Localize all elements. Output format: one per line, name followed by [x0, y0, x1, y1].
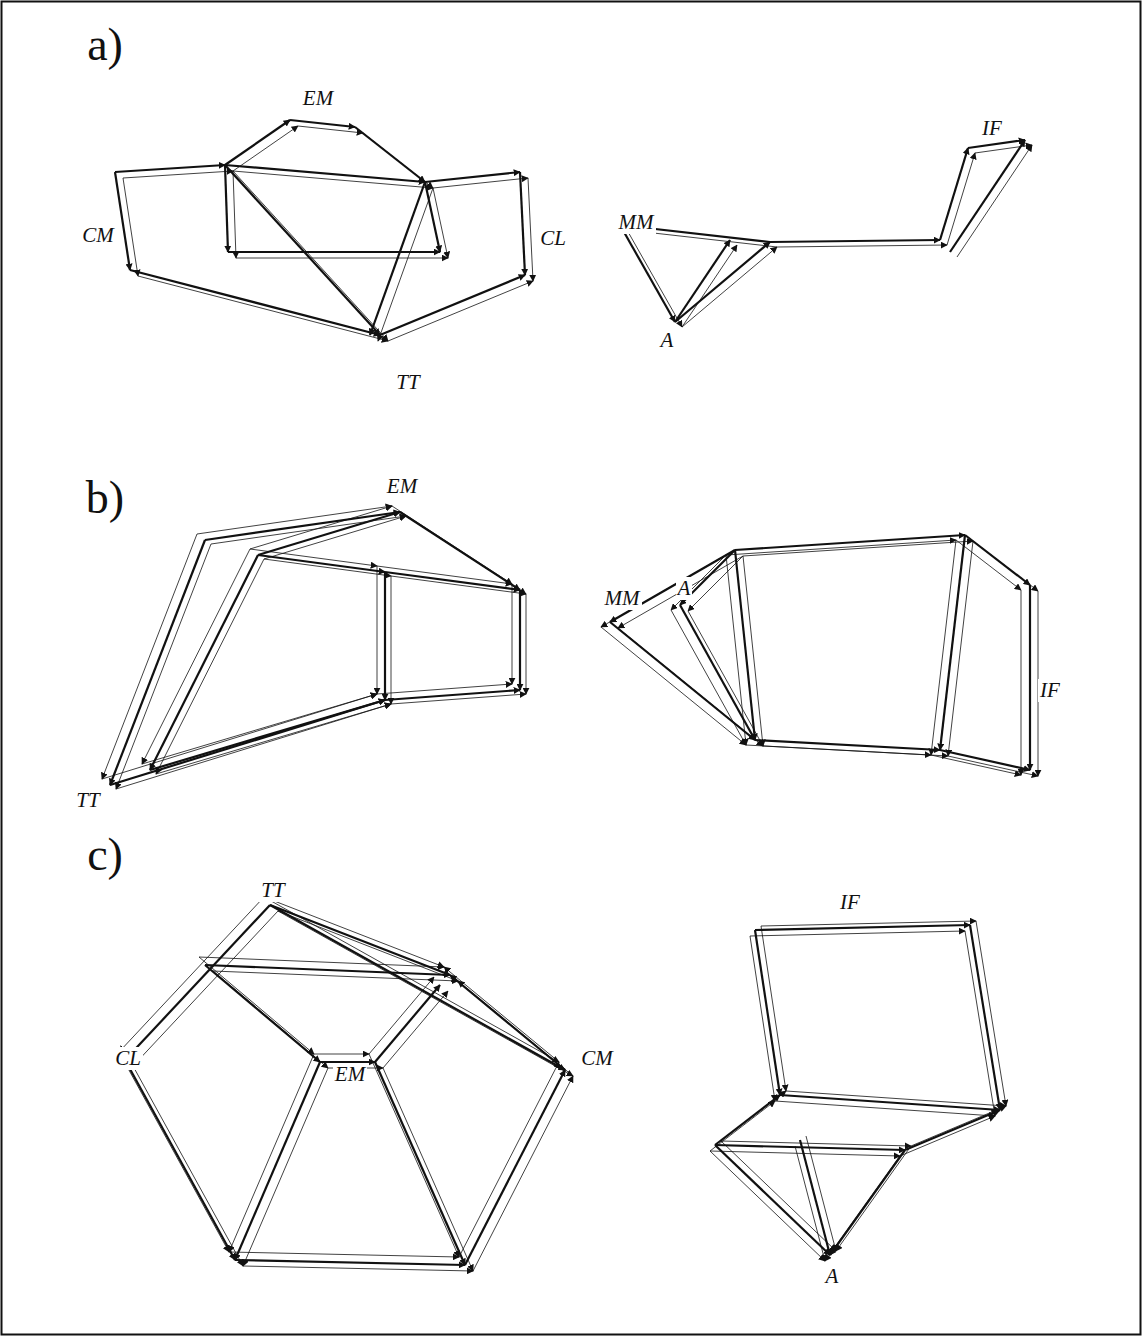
landmark-label: TT: [259, 879, 286, 902]
landmark-label: IF: [980, 117, 1004, 140]
landmark-label: CL: [538, 227, 568, 250]
landmark-label: CM: [579, 1047, 615, 1070]
landmark-label: CL: [113, 1047, 143, 1070]
landmark-label: EM: [385, 475, 419, 498]
landmark-label: IF: [838, 891, 862, 914]
landmark-label: A: [659, 329, 676, 352]
landmark-label: CM: [80, 224, 116, 247]
panel-label: a): [85, 21, 125, 69]
panel-label: b): [84, 474, 126, 522]
panel-label: c): [85, 831, 125, 879]
landmark-label: IF: [1038, 679, 1062, 702]
landmark-label: MM: [603, 587, 642, 610]
landmark-label: A: [676, 577, 693, 600]
landmark-label: TT: [74, 789, 101, 812]
landmark-label: MM: [617, 211, 656, 234]
landmark-label: TT: [394, 371, 421, 394]
landmark-label: A: [824, 1265, 841, 1288]
landmark-label: EM: [301, 87, 335, 110]
landmark-label: EM: [333, 1063, 367, 1086]
